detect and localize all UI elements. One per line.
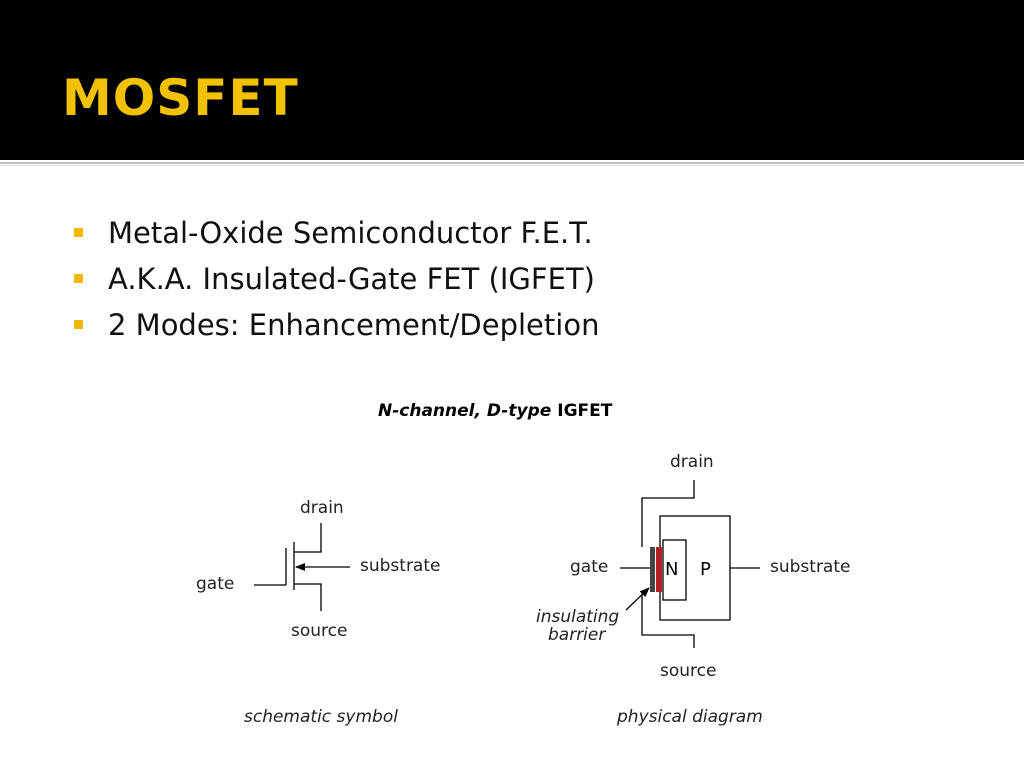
schematic-source-label: source [291,621,347,641]
p-region-label: P [700,559,711,580]
schematic-substrate-label: substrate [360,556,440,576]
n-channel-block [662,539,687,601]
bullet-text: 2 Modes: Enhancement/Depletion [108,308,600,342]
figure-title: N-channel, D-type IGFET [378,401,613,421]
igfet-figure: N-channel, D-type IGFET drain gate substr… [196,401,850,727]
source-lead [294,583,322,611]
barrier-label-line1: insulating [536,607,619,627]
physical-drain-label: drain [670,452,714,472]
bullet-text: Metal-Oxide Semiconductor F.E.T. [108,216,593,250]
bullet-list: Metal-Oxide Semiconductor F.E.T. A.K.A. … [72,210,599,348]
schematic-gate-label: gate [196,574,234,594]
bullet-text: A.K.A. Insulated-Gate FET (IGFET) [108,262,595,296]
figure-title-plain: IGFET [557,401,613,421]
slide-header: MOSFET [0,0,1024,160]
slide-title: MOSFET [62,69,299,127]
header-divider [0,162,1024,164]
bullet-square-icon [74,228,83,237]
oxide-barrier [656,547,662,592]
bullet-square-icon [74,274,83,283]
physical-caption: physical diagram [616,707,763,727]
header-divider-light [0,165,1024,166]
n-region-label: N [665,559,678,580]
physical-diagram [620,480,760,648]
figure-title-italic: N-channel, D-type [378,401,551,421]
bullet-square-icon [74,320,83,329]
schematic-symbol [254,523,350,611]
source-contact [641,592,695,648]
schematic-caption: schematic symbol [244,707,398,727]
drain-lead [294,523,322,553]
barrier-label-line2: barrier [548,625,606,645]
bullet-item: Metal-Oxide Semiconductor F.E.T. [72,210,599,256]
drain-contact [641,480,695,547]
gate-electrode [650,547,655,592]
bullet-item: A.K.A. Insulated-Gate FET (IGFET) [72,256,599,302]
physical-source-label: source [660,661,716,681]
bullet-item: 2 Modes: Enhancement/Depletion [72,302,599,348]
barrier-pointer [625,587,650,611]
schematic-drain-label: drain [300,498,344,518]
physical-gate-label: gate [570,557,608,577]
physical-substrate-label: substrate [770,557,850,577]
